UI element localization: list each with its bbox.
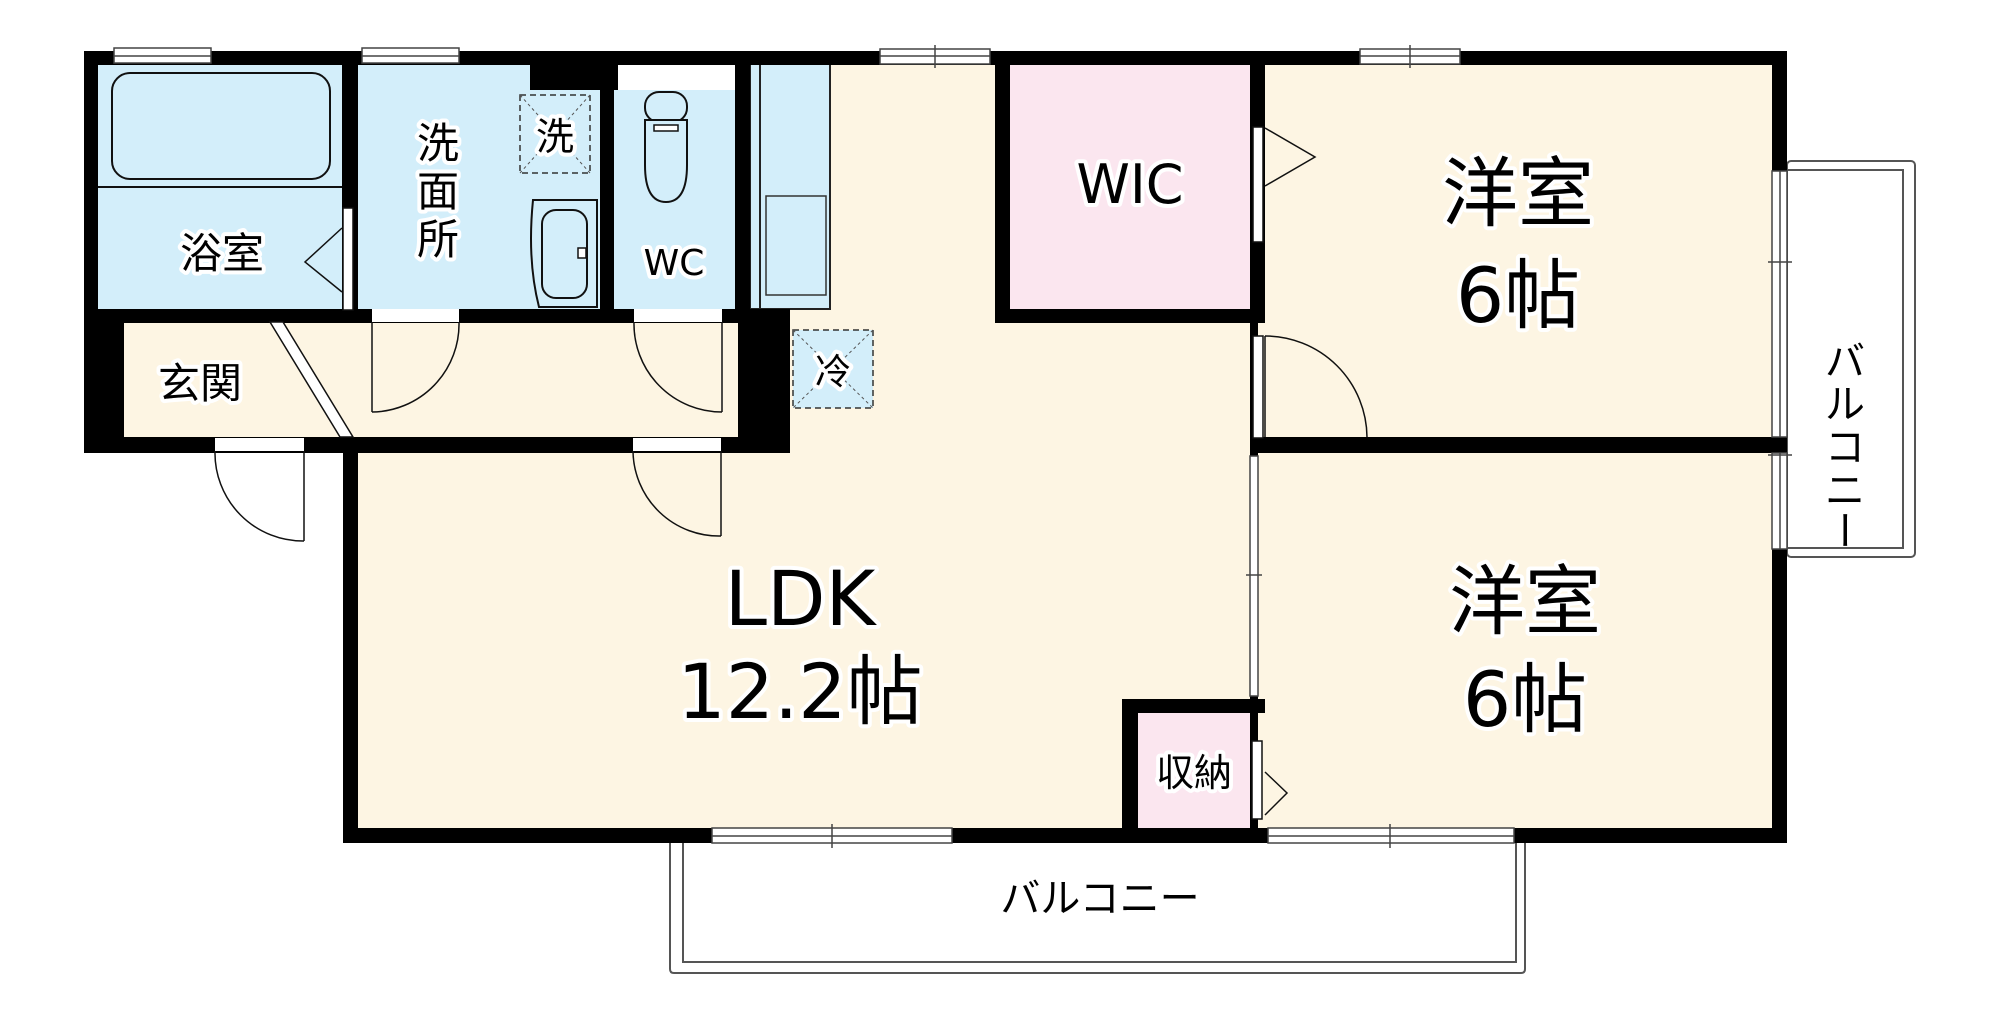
washer-space <box>519 94 591 174</box>
ldk-label: LDK <box>725 554 878 643</box>
fridge-space <box>792 329 874 409</box>
svg-text:ー: ー <box>1820 510 1866 550</box>
storage-floor <box>1138 712 1250 828</box>
washbasin <box>530 199 598 308</box>
svg-text:ニ: ニ <box>1825 468 1865 514</box>
bathtub <box>98 72 342 188</box>
toilet-fixture <box>644 91 688 204</box>
room1-size: 6帖 <box>1456 251 1580 340</box>
svg-text:ル: ル <box>1825 382 1865 428</box>
wic-label: WIC <box>1076 153 1183 216</box>
balcony-side <box>1786 160 1916 558</box>
room2-floor <box>1258 453 1772 828</box>
entrance-label: 玄関 <box>158 359 242 408</box>
doors <box>214 126 1368 820</box>
balcony-bottom-label: バルコニー <box>1000 876 1199 922</box>
kitchen-sink <box>765 195 827 296</box>
svg-text:コ: コ <box>1825 425 1865 471</box>
svg-text:洗: 洗 <box>417 119 459 168</box>
windows <box>113 45 1792 848</box>
ldk-size: 12.2帖 <box>677 647 922 736</box>
wic-floor <box>1010 64 1250 309</box>
washer-label: 洗 <box>536 115 574 159</box>
balcony-side-label: バ ル コ ニ ー <box>1820 339 1866 550</box>
entrance-floor <box>123 322 743 437</box>
svg-text:面: 面 <box>417 167 459 216</box>
storage-label: 収納 <box>1156 751 1232 795</box>
svg-text:所: 所 <box>417 215 459 264</box>
svg-text:バ: バ <box>1825 339 1865 385</box>
balcony-bottom <box>669 843 1526 974</box>
room2-size: 6帖 <box>1463 655 1587 744</box>
washroom-label: 洗 面 所 <box>413 115 463 268</box>
room1-floor <box>1258 64 1772 437</box>
fridge-label: 冷 <box>815 352 851 393</box>
toilet-label: WC <box>644 243 705 284</box>
room2-label: 洋室 <box>1449 557 1601 646</box>
bath-label: 浴室 <box>180 229 264 278</box>
room1-label: 洋室 <box>1442 149 1594 238</box>
